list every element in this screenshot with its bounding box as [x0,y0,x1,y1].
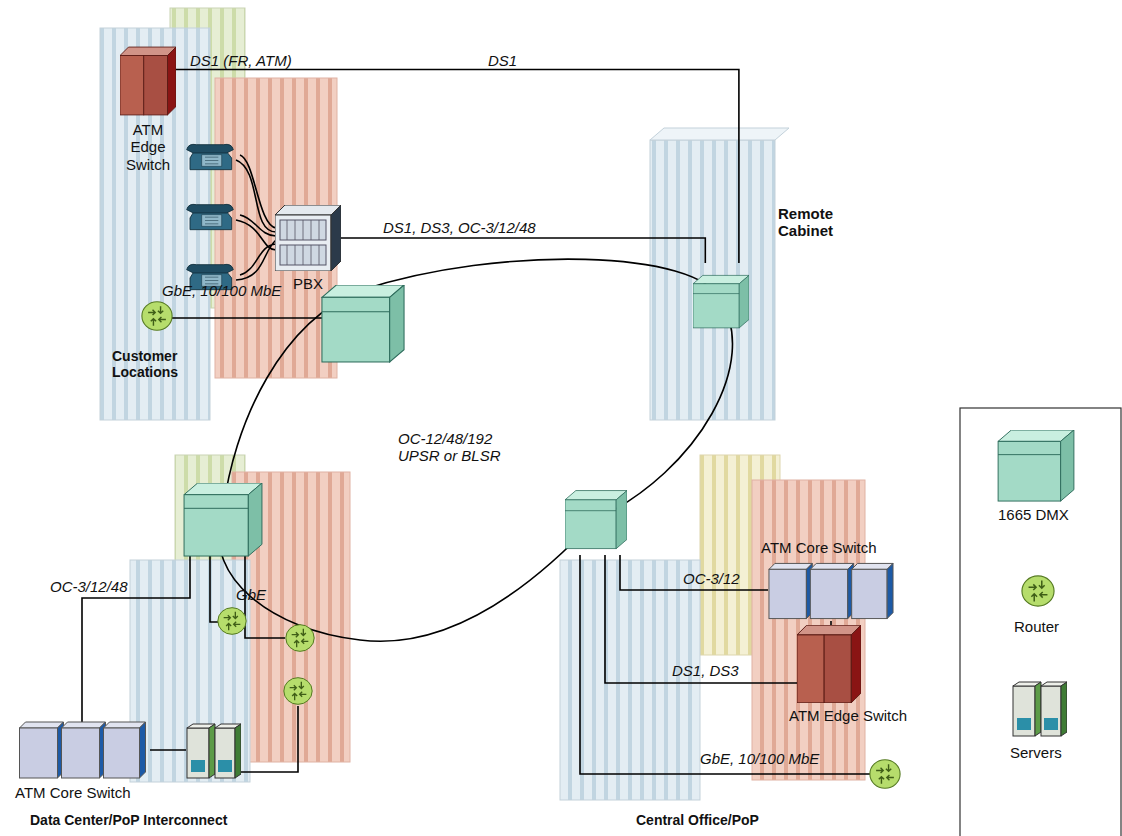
signal-label: GbE [236,586,266,603]
signal-label: GbE, 10/100 MbE [700,750,819,767]
router [286,625,314,652]
equipment-label: ATM Edge Switch [789,707,907,724]
legend-label: 1665 DMX [998,506,1069,523]
phone [187,204,234,229]
buildings [100,8,865,800]
equipment-icon [693,263,749,341]
remote-cabinet: Remote Cabinet [693,263,749,341]
dmx-node [322,285,404,362]
phone [187,144,234,169]
atm-core-switch: ATM Core Switch [767,561,895,621]
equipment-label: PBX [275,275,341,292]
router [218,608,246,635]
router [870,760,900,788]
location-label: Central Office/PoP [636,812,759,828]
legend-box [960,408,1121,836]
router [142,302,172,330]
signal-label: DS1, DS3, OC-3/12/48 [383,219,536,236]
atm-core-switch: ATM Core Switch [15,720,150,780]
legend-servers-sample [1013,682,1067,736]
link-connector [830,621,832,625]
equipment [142,144,900,788]
atm-edge-switch: ATM Edge Switch [120,45,176,117]
signal-label: GbE, 10/100 MbE [162,282,281,299]
equipment-icon [120,45,176,117]
legend-label: Router [1014,618,1059,635]
signal-label: OC-3/12/48 [50,578,128,595]
equipment-label: Remote Cabinet [778,205,848,240]
equipment-icon [275,205,341,271]
atm-edge-switch: ATM Edge Switch [797,625,861,703]
location-label: Customer Locations [112,348,192,380]
servers [187,724,241,778]
signal-label: OC-3/12 [683,570,740,587]
sonet-ring [219,259,732,641]
equipment-label: ATM Edge Switch [116,121,180,173]
ring-label: OC-12/48/192 UPSR or BLSR [398,430,506,465]
equipment-label: ATM Core Switch [761,539,877,556]
equipment-icon [797,625,861,703]
link-lines [82,155,870,774]
dmx-node [184,483,262,556]
link-connector [176,70,739,264]
equipment-icon [15,720,150,780]
signal-label: DS1 [488,52,517,69]
legend-router-sample [1022,576,1054,606]
router [284,678,312,705]
equipment-icon [767,561,895,621]
dmx-node [565,491,627,549]
link-connector [341,238,705,263]
location-label: Data Center/PoP Interconnect [30,812,227,828]
equipment-label: ATM Core Switch [15,784,131,801]
signal-label: DS1 (FR, ATM) [190,52,292,69]
pbx: PBX [275,205,341,271]
signal-label: DS1, DS3 [672,662,739,679]
legend-label: Servers [1010,744,1062,761]
legend-dmx-sample [998,430,1074,501]
